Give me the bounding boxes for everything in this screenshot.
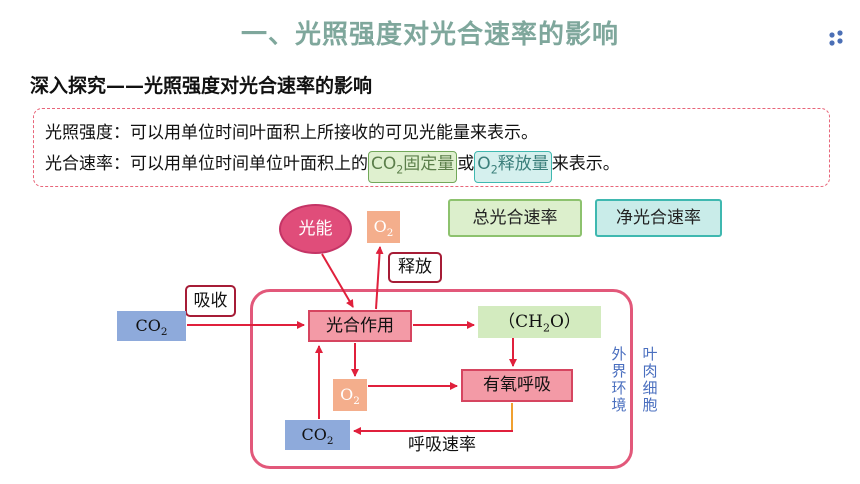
page-title: 一、光照强度对光合速率的影响: [240, 20, 619, 50]
aerobic-respiration-node: 有氧呼吸: [461, 369, 573, 402]
absorb-label: 吸收: [185, 285, 236, 317]
definition-rate-prefix: 光合速率：可以用单位时间单位叶面积上的: [45, 154, 368, 174]
corner-dots-icon: [829, 30, 843, 46]
o2-released-node: O2: [367, 211, 400, 243]
arrow-photosynthesis-to-o2-release: [375, 246, 384, 310]
ch2o-node: （CH2O）: [478, 306, 601, 338]
mesophyll-cell-label: 叶肉细胞: [642, 345, 658, 414]
co2-subscript: 2: [396, 163, 404, 177]
definition-box: 光照强度：可以用单位时间叶面积上所接收的可见光能量来表示。 光合速率：可以用单位…: [33, 108, 830, 187]
definition-rate-suffix: 来表示。: [551, 154, 620, 174]
net-photosynthesis-rate-label: 净光合速率: [595, 199, 722, 237]
release-amount-text: 释放量: [497, 154, 549, 174]
ch2o-text: （CH: [498, 312, 543, 332]
or-text: 或: [457, 154, 475, 174]
gross-photosynthesis-rate-label: 总光合速率: [448, 199, 582, 237]
co2-internal-node: CO2: [285, 420, 350, 450]
section-subtitle: 深入探究——光照强度对光合速率的影响: [30, 75, 373, 97]
co2-fixed-amount-highlight: CO2固定量: [368, 151, 458, 184]
photosynthesis-node: 光合作用: [308, 310, 412, 342]
mesophyll-cell-frame: [250, 289, 633, 469]
co2-bottom-text: CO: [301, 425, 327, 444]
outer-environment-label: 外界环境: [611, 345, 627, 414]
release-label: 释放: [388, 252, 442, 283]
ch2o-close-text: O）: [549, 312, 581, 332]
co2-text: CO: [371, 154, 397, 174]
fixed-amount-text: 固定量: [403, 154, 455, 174]
o2-internal-node: O2: [333, 379, 367, 411]
co2-left-text: CO: [135, 316, 161, 335]
co2-external-node: CO2: [117, 311, 186, 341]
o2-release-amount-highlight: O2释放量: [474, 151, 552, 184]
o2-mid-text: O: [340, 385, 354, 404]
o2-top-text: O: [373, 217, 387, 236]
co2-bottom-subscript: 2: [326, 435, 334, 448]
arrow-light-to-photosynthesis: [321, 253, 354, 308]
co2-left-subscript: 2: [160, 326, 168, 339]
definition-light-intensity: 光照强度：可以用单位时间叶面积上所接收的可见光能量来表示。: [45, 123, 538, 143]
o2-text: O: [477, 154, 491, 174]
o2-mid-subscript: 2: [353, 395, 360, 408]
light-energy-node: 光能: [279, 204, 352, 254]
arrow-respiration-to-co2: [353, 403, 513, 435]
o2-subscript: 2: [490, 163, 498, 177]
o2-top-subscript: 2: [386, 227, 394, 240]
respiration-rate-label: 呼吸速率: [408, 435, 476, 455]
ch2o-subscript: 2: [542, 321, 550, 335]
